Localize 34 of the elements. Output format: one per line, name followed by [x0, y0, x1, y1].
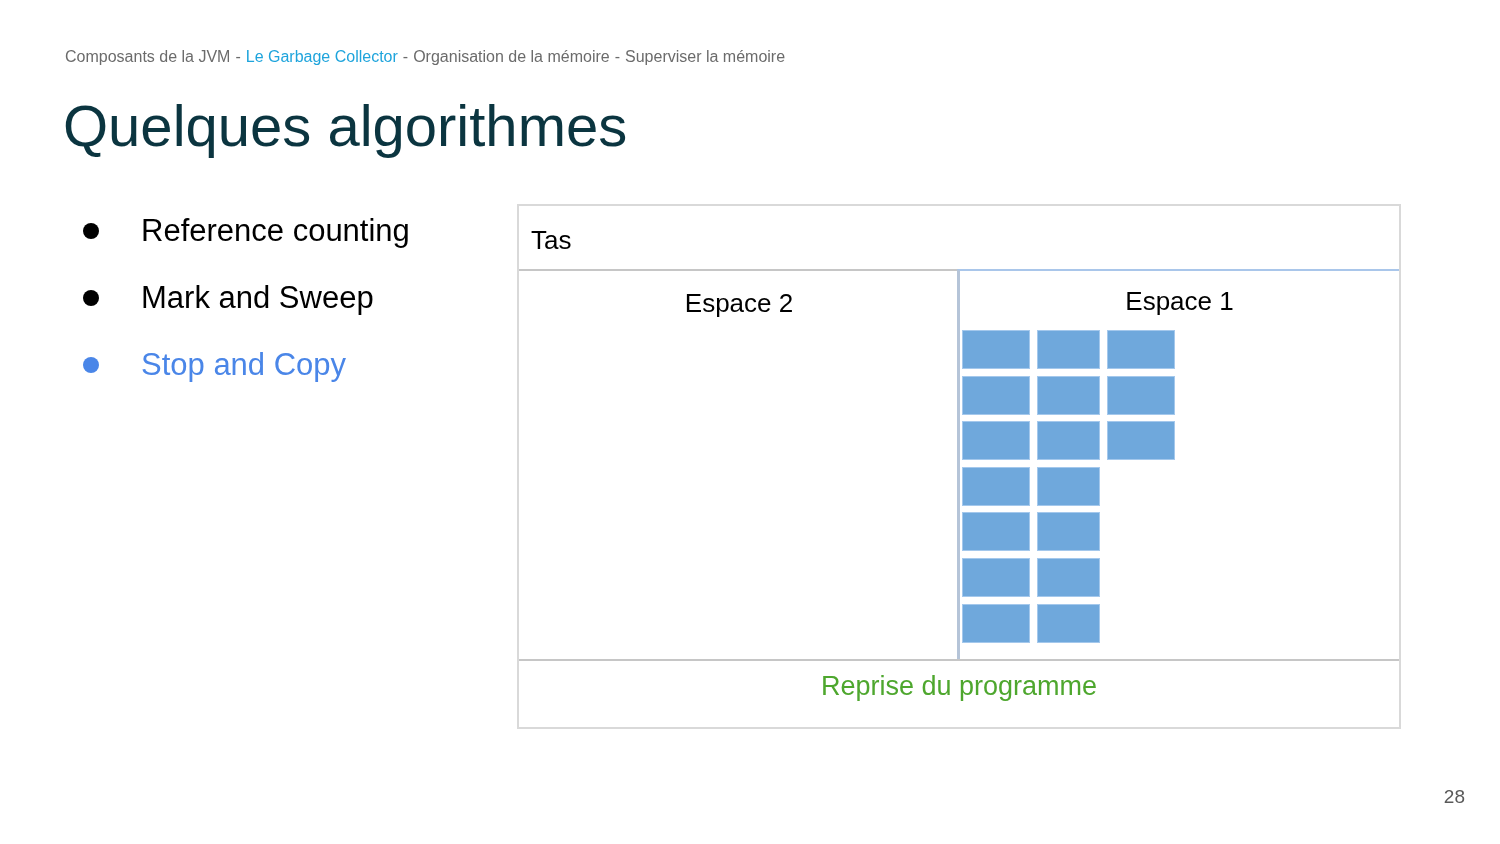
breadcrumb-item: Organisation de la mémoire — [413, 47, 610, 67]
space-title: Espace 2 — [683, 287, 795, 319]
object-block — [962, 421, 1030, 460]
object-block — [1037, 467, 1100, 506]
list-item-text: Mark and Sweep — [141, 279, 374, 317]
object-block — [1037, 512, 1100, 551]
object-block — [1037, 421, 1100, 460]
object-block — [1107, 376, 1175, 415]
memory-space-panel — [957, 269, 1399, 659]
page-number: 28 — [1443, 786, 1465, 808]
heap-label: Tas — [531, 224, 572, 256]
list-item-text: Reference counting — [141, 212, 410, 250]
object-block — [1107, 330, 1175, 369]
object-block — [1107, 421, 1175, 460]
object-block — [1037, 604, 1100, 643]
breadcrumb-item: Superviser la mémoire — [625, 47, 786, 67]
object-block — [962, 558, 1030, 597]
object-block — [1037, 376, 1100, 415]
object-block — [962, 604, 1030, 643]
breadcrumb-item: Composants de la JVM — [65, 47, 231, 67]
breadcrumb-separator: - — [614, 47, 621, 67]
object-block — [962, 467, 1030, 506]
heap-frame — [517, 204, 1401, 729]
breadcrumb-separator: - — [402, 47, 409, 67]
space-title: Espace 1 — [1124, 285, 1235, 317]
object-block — [962, 376, 1030, 415]
object-block — [962, 512, 1030, 551]
object-block — [1037, 330, 1100, 369]
object-block — [962, 330, 1030, 369]
status-text: Reprise du programme — [819, 670, 1099, 702]
object-block — [1037, 558, 1100, 597]
breadcrumb-separator: - — [235, 47, 241, 67]
breadcrumb-current: Le Garbage Collector — [245, 47, 398, 67]
list-item-text: Stop and Copy — [141, 346, 347, 384]
